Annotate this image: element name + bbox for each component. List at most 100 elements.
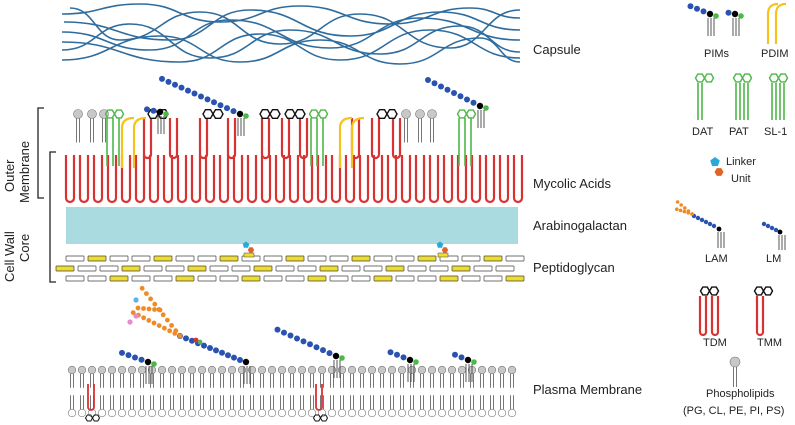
mycolic-acid: [456, 155, 468, 204]
legend-pat-label: PAT: [729, 126, 749, 138]
arabinose-bead: [162, 325, 167, 331]
legend-phospholipids-label-2: (PG, CL, PE, PI, PS): [683, 405, 785, 417]
trehalose-hexagon: [768, 73, 780, 83]
mannose-bead: [451, 90, 457, 96]
legend-pims-label: PIMs: [704, 48, 730, 60]
mannose-bead: [700, 8, 707, 15]
phospholipid-head: [397, 365, 407, 375]
phospholipid-head: [337, 365, 347, 375]
mycolic-acid-tall: [298, 118, 309, 160]
mycolic-acid: [78, 155, 90, 204]
mannose-bead: [217, 102, 224, 109]
peptidoglycan-unit: [197, 255, 217, 262]
mycolic-acid: [190, 155, 202, 204]
phospholipid-head: [377, 408, 387, 418]
mycolic-acid-tall: [168, 118, 179, 160]
inositol-bead: [706, 10, 714, 18]
mycolic-acid-chain: [274, 155, 286, 204]
mycolic-acid-chain: [298, 118, 309, 160]
phospholipid-head: [177, 365, 187, 375]
phospholipid-head: [127, 365, 137, 375]
phospholipid-head: [277, 408, 287, 418]
peptidoglycan-unit: [385, 265, 405, 272]
arabinose-bead: [152, 301, 158, 307]
capsule-fiber: [61, 17, 521, 51]
mycolic-acid: [386, 155, 398, 204]
mannose-bead: [138, 356, 145, 363]
inositol-bead: [464, 356, 472, 364]
mycolic-acid: [470, 155, 482, 204]
mycolic-acid: [64, 155, 76, 204]
peptidoglycan-layer: [55, 241, 525, 282]
mannose-bead: [165, 78, 172, 85]
phospholipid-head: [197, 408, 207, 418]
mannose-bead: [213, 347, 219, 354]
phospholipid-head: [487, 365, 497, 375]
mycolic-acid-chain: [260, 155, 272, 204]
arabinose-bead: [679, 203, 683, 207]
mycolic-acid: [148, 155, 160, 204]
phospholipid-head: [327, 408, 337, 418]
mycolic-acid-chain: [176, 155, 188, 204]
legend-tdm-label: TDM: [703, 337, 727, 349]
trehalose-hexagon: [456, 109, 468, 119]
pdim-chain: [120, 116, 135, 168]
peptidoglycan-unit: [407, 265, 427, 272]
peptidoglycan-label: Peptidoglycan: [533, 260, 615, 275]
phospholipid-head: [497, 408, 507, 418]
acyl-bead: [197, 339, 203, 345]
mannose-bead: [125, 352, 132, 359]
peptidoglycan-unit: [437, 252, 449, 258]
peptidoglycan-unit: [473, 265, 493, 272]
arabinose-bead: [682, 209, 687, 214]
phospholipid-head: [447, 408, 457, 418]
acyl-bead: [243, 113, 249, 119]
arabinose-bead: [690, 212, 694, 216]
mannose-bead: [178, 84, 185, 91]
mannose-bead: [425, 77, 431, 83]
mannose-bead: [452, 351, 458, 358]
cell-wall-core-label-2: Core: [17, 233, 32, 262]
phospholipid-head: [147, 408, 157, 418]
inositol-bead: [236, 110, 244, 118]
capsule-fiber: [63, 9, 521, 41]
mannose-bead: [694, 5, 700, 12]
legend-dat-icon: [694, 73, 715, 120]
mycolic-acid-chain: [232, 155, 244, 204]
mycolic-acid: [204, 155, 216, 204]
mycolic-acid-chain: [386, 155, 398, 204]
mycolic-acids-label: Mycolic Acids: [533, 176, 612, 191]
peptidoglycan-unit: [429, 265, 449, 272]
peptidoglycan-unit: [109, 275, 129, 282]
sulfolipid-glycolipid: [104, 109, 125, 166]
phospholipid-head: [207, 408, 217, 418]
mannose-bead: [307, 341, 313, 348]
mycolic-acid-chain: [698, 296, 708, 337]
trehalose-hexagon: [202, 108, 214, 120]
region-brackets: [37, 107, 56, 283]
arabinose-bead: [675, 200, 680, 204]
mannose-bead: [687, 3, 694, 10]
peptidoglycan-unit: [505, 255, 525, 262]
trehalose-hexagon: [294, 108, 306, 120]
phospholipid-head: [167, 365, 177, 375]
acyl-bead: [413, 359, 419, 365]
outer-membrane: [64, 75, 524, 204]
inositol-bead: [731, 10, 739, 18]
mycolic-acid: [274, 155, 286, 204]
mannose-bead: [458, 354, 465, 361]
trehalose-hexagon: [465, 109, 477, 119]
phospholipid-head: [107, 408, 117, 418]
phospholipid-head: [415, 109, 425, 119]
legend-lm-label: LM: [766, 253, 782, 265]
mycolic-acid: [372, 155, 384, 204]
cap-bead: [127, 319, 133, 325]
peptidoglycan-unit: [373, 275, 393, 282]
mycolic-acid: [330, 155, 342, 204]
mannose-bead: [189, 337, 195, 344]
peptidoglycan-unit: [87, 255, 107, 262]
peptidoglycan-unit: [243, 252, 255, 258]
mycolic-acid-chain: [358, 155, 370, 204]
phospholipid-head: [87, 365, 97, 375]
mannose-bead: [144, 106, 150, 113]
